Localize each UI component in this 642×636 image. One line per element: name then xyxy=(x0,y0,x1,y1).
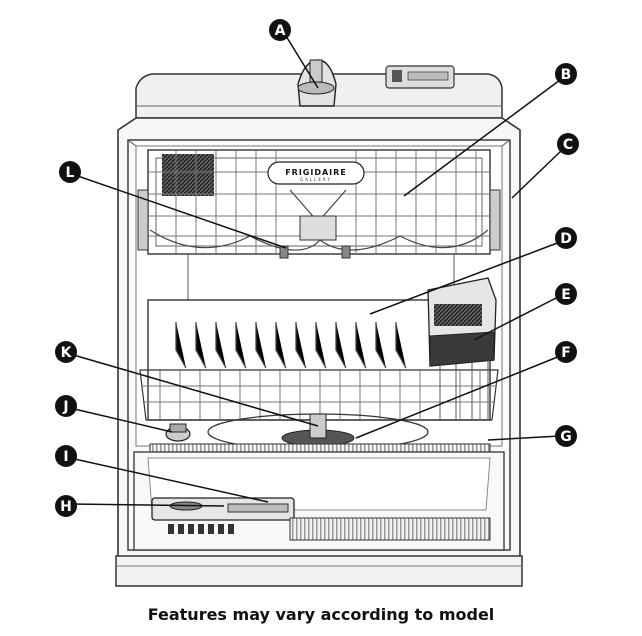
svg-text:E: E xyxy=(561,287,571,303)
leader-c xyxy=(511,149,563,199)
svg-text:K: K xyxy=(61,345,73,361)
door-seal xyxy=(149,443,491,453)
leader-k xyxy=(69,353,319,427)
silverware-basket xyxy=(427,277,497,420)
callout-c: C xyxy=(557,133,579,155)
overfill-float xyxy=(165,423,191,442)
leader-j xyxy=(69,407,173,433)
control-vent xyxy=(168,524,234,534)
svg-text:F: F xyxy=(561,345,571,361)
leader-h xyxy=(69,503,225,507)
callout-g: G xyxy=(555,425,577,447)
leader-d xyxy=(369,241,561,315)
callout-b: B xyxy=(555,63,577,85)
callout-j: J xyxy=(55,395,77,417)
svg-text:L: L xyxy=(66,165,75,181)
leader-f xyxy=(355,355,561,439)
svg-text:I: I xyxy=(63,449,68,465)
leader-e xyxy=(473,295,561,341)
svg-text:H: H xyxy=(60,499,72,515)
svg-text:J: J xyxy=(62,399,68,415)
tower-nozzle xyxy=(297,59,337,107)
callout-d: D xyxy=(555,227,577,249)
detergent-dispenser xyxy=(151,497,295,521)
svg-text:B: B xyxy=(561,67,572,83)
leader-l xyxy=(71,173,287,249)
callout-h: H xyxy=(55,495,77,517)
callout-leaders xyxy=(69,35,563,507)
brand-badge: FRIGIDAIRE GALLERY xyxy=(267,161,365,185)
dishwasher-diagram: FRIGIDAIRE GALLERY xyxy=(55,19,579,587)
callout-i: I xyxy=(55,445,77,467)
callout-a: A xyxy=(269,19,291,41)
svg-text:G: G xyxy=(560,429,572,445)
diagram-caption: Features may vary according to model xyxy=(147,605,495,624)
leader-g xyxy=(487,435,561,441)
svg-text:C: C xyxy=(563,137,573,153)
brand-sub: GALLERY xyxy=(300,177,332,182)
leader-b xyxy=(403,79,561,197)
svg-text:A: A xyxy=(275,23,286,39)
callout-f: F xyxy=(555,341,577,363)
callout-markers: A B C D E F G H I J K L xyxy=(55,19,579,517)
leader-i xyxy=(69,457,269,503)
svg-text:D: D xyxy=(560,231,572,247)
callout-l: L xyxy=(59,161,81,183)
leader-a xyxy=(285,35,319,89)
bottom-vent xyxy=(289,517,491,541)
callout-e: E xyxy=(555,283,577,305)
brand-name: FRIGIDAIRE xyxy=(285,168,347,177)
callout-k: K xyxy=(55,341,77,363)
